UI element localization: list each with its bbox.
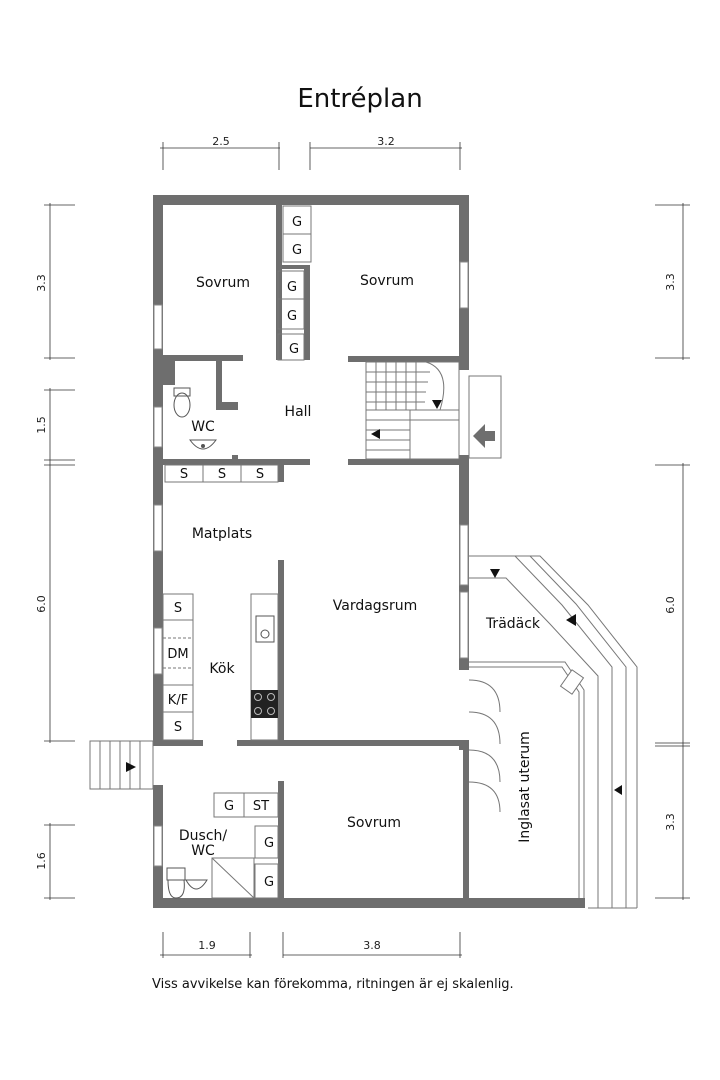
entrance-arrow-icon	[473, 424, 495, 448]
wardrobe-g-3: G	[287, 280, 297, 295]
dim-right-3: 3.3	[664, 813, 677, 831]
windows	[153, 261, 469, 867]
dim-right-2: 6.0	[664, 596, 677, 614]
storage-row	[164, 464, 279, 483]
room-hall: Hall	[285, 404, 312, 420]
staircase	[365, 361, 460, 460]
storage-s-2: S	[218, 467, 226, 482]
lower-g: G	[224, 799, 234, 814]
wardrobe-g-1: G	[292, 215, 302, 230]
disclaimer-note: Viss avvikelse kan förekomma, ritningen …	[152, 977, 514, 992]
wardrobe-g-2: G	[292, 243, 302, 258]
lower-g-2: G	[264, 836, 274, 851]
wardrobe-column	[277, 205, 312, 361]
wardrobe-g-5: G	[289, 342, 299, 357]
dim-left-1: 3.3	[35, 274, 48, 292]
dimension-lines	[44, 142, 690, 958]
dim-right-1: 3.3	[664, 273, 677, 291]
lower-fixtures	[166, 792, 279, 899]
plan-title: Entréplan	[297, 84, 422, 114]
room-dusch-line2: WC	[191, 843, 215, 859]
kitchen-s-bottom: S	[174, 720, 182, 735]
kitchen-s-top: S	[174, 601, 182, 616]
room-dusch-line1: Dusch/	[179, 828, 228, 844]
kitchen-dm: DM	[167, 647, 188, 662]
room-sovrum-1: Sovrum	[196, 275, 250, 291]
kitchen-kf: K/F	[168, 693, 188, 708]
room-kok: Kök	[209, 661, 235, 677]
deck	[469, 555, 638, 909]
lower-g-3: G	[264, 875, 274, 890]
room-tradack: Trädäck	[485, 616, 541, 632]
wc-fixtures	[173, 387, 217, 450]
glazed-room	[468, 661, 585, 898]
room-sovrum-3: Sovrum	[347, 815, 401, 831]
storage-s-3: S	[256, 467, 264, 482]
wardrobe-g-4: G	[287, 309, 297, 324]
lower-st: ST	[253, 799, 269, 814]
dim-top-left: 2.5	[212, 135, 230, 148]
dim-left-4: 1.6	[35, 852, 48, 870]
room-vardagsrum: Vardagsrum	[333, 598, 418, 614]
dim-left-3: 6.0	[35, 595, 48, 613]
dim-top-right: 3.2	[377, 135, 395, 148]
dim-bottom-right: 3.8	[363, 939, 381, 952]
dim-left-2: 1.5	[35, 416, 48, 434]
room-sovrum-2: Sovrum	[360, 273, 414, 289]
room-matplats: Matplats	[192, 526, 252, 542]
entrance-step	[468, 375, 502, 459]
dim-bottom-left: 1.9	[198, 939, 216, 952]
kitchen-counter	[162, 593, 279, 741]
storage-s-1: S	[180, 467, 188, 482]
room-inglasat-uterum: Inglasat uterum	[517, 731, 533, 842]
exterior-steps	[89, 740, 154, 790]
room-wc: WC	[191, 419, 215, 435]
